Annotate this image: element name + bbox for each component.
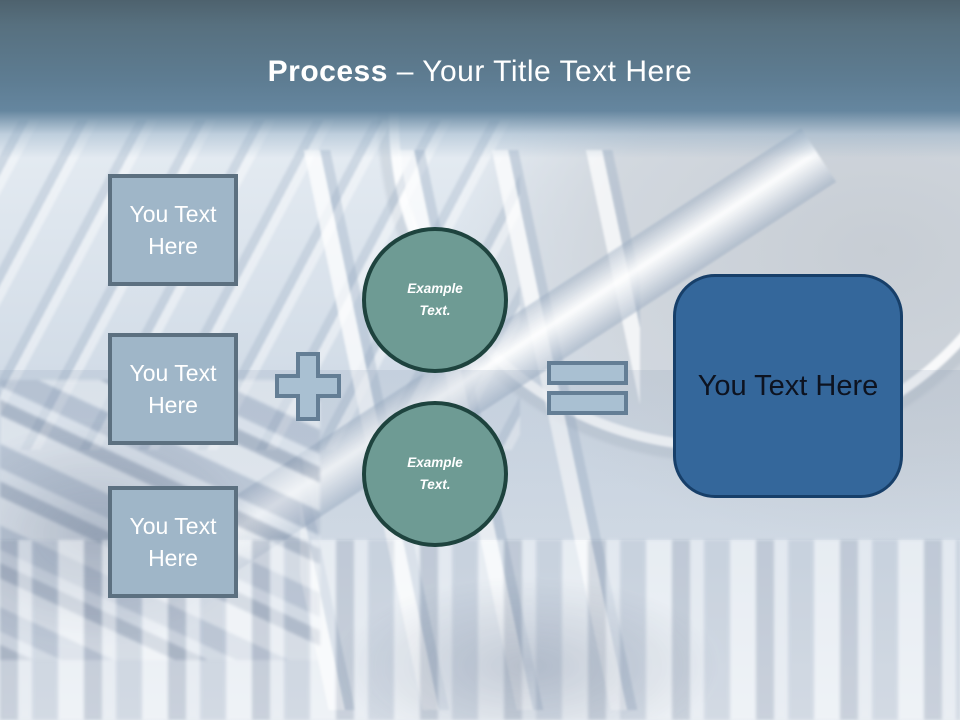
title-rest: – Your Title Text Here [387,55,693,88]
example-circle-1-label: Example Text. [407,281,463,318]
placeholder-box-2-label: You Text Here [129,359,217,418]
placeholder-box-2[interactable]: You Text Here [108,333,238,445]
plus-icon[interactable] [275,352,341,426]
page-title[interactable]: Process – Your Title Text Here [268,55,693,89]
placeholder-box-1-label: You Text Here [129,200,217,259]
title-bar: Process – Your Title Text Here [0,0,960,158]
title-keyword: Process [267,55,388,88]
result-box-label: You Text Here [697,369,879,402]
result-box[interactable]: You Text Here [673,274,903,498]
example-circle-2[interactable]: Example Text. [362,401,508,547]
example-circle-1[interactable]: Example Text. [362,227,508,373]
example-circle-2-label: Example Text. [407,455,463,492]
placeholder-box-3[interactable]: You Text Here [108,486,238,598]
placeholder-box-1[interactable]: You Text Here [108,174,238,286]
equals-icon[interactable] [547,361,629,421]
placeholder-box-3-label: You Text Here [129,512,217,571]
